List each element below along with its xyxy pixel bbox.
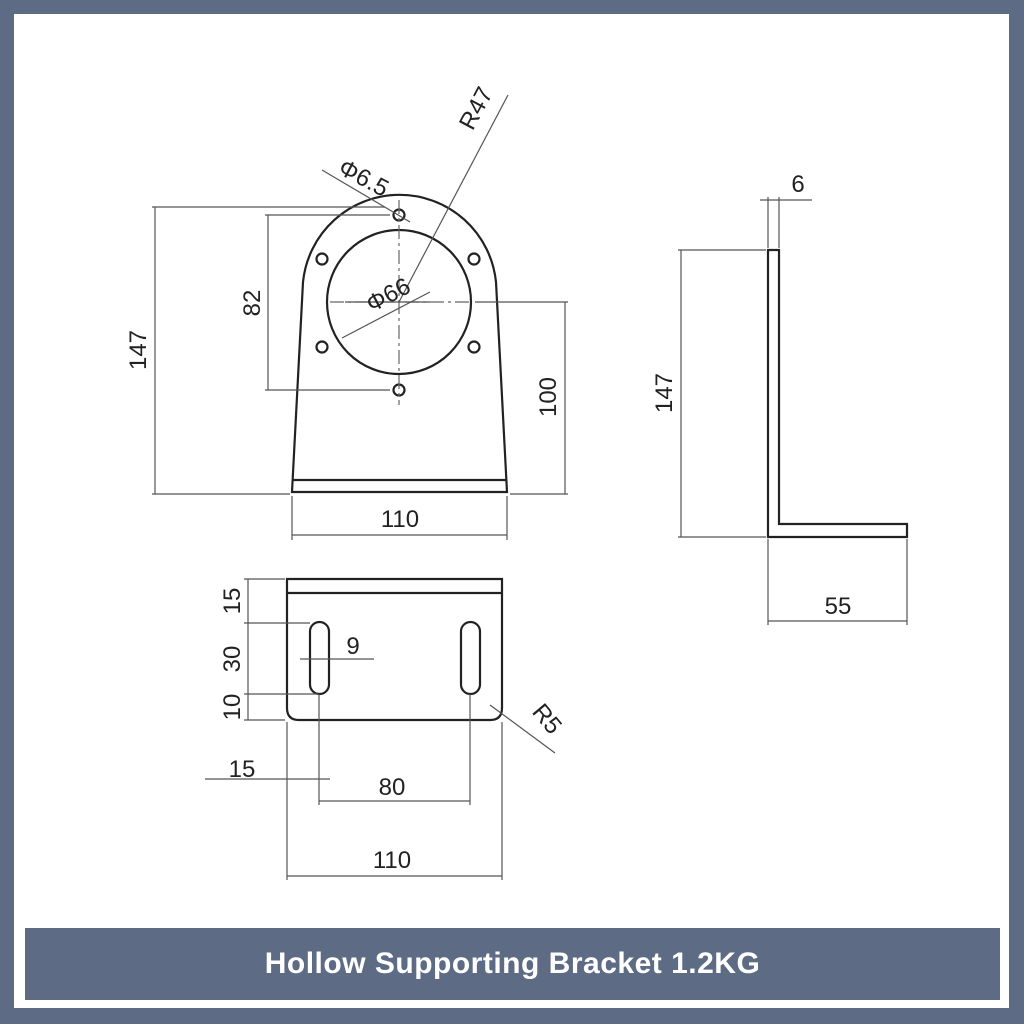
dim-side-height: 147 [651,373,678,413]
dim-front-width: 110 [381,506,419,533]
dim-center-height: 100 [535,377,562,417]
bracket-outline [290,193,509,494]
mount-hole [315,340,329,354]
dim-slot-spacing: 80 [379,774,406,801]
dim-slot-length: 30 [219,646,246,673]
l-profile [766,248,909,539]
dim-side-offset: 15 [229,756,256,783]
dim-corner-radius: R5 [527,699,567,740]
dim-hole-spacing: 82 [239,290,266,317]
dim-base-bottom: 10 [219,694,246,721]
base-plate-outline [285,577,504,722]
dim-base-width: 110 [373,847,411,874]
dim-depth: 55 [825,593,852,620]
mount-hole [467,340,481,354]
dim-bore-diameter: Φ66 [362,273,415,318]
dim-slot-width: 9 [346,633,359,660]
mount-hole [467,252,481,266]
dim-front-height: 147 [125,330,152,370]
dim-thickness: 6 [791,171,804,198]
mount-hole [315,252,329,266]
product-title: Hollow Supporting Bracket 1.2KG [264,947,761,980]
base-view-labels: 15 30 10 9 R5 15 80 110 [219,588,567,874]
dim-hole-diameter: Φ6.5 [334,154,393,202]
front-view-dimension-lines [152,94,568,540]
side-view [766,248,909,539]
mounting-slot [308,620,331,696]
drawing-frame [14,14,1009,1008]
side-view-dimension-lines [678,197,908,625]
base-view-dimension-lines [205,578,556,880]
title-banner: Hollow Supporting Bracket 1.2KG [25,928,1000,1000]
side-view-labels: 6 147 55 [651,171,851,620]
mounting-slot [459,620,482,696]
dim-base-edge: 15 [219,588,246,615]
